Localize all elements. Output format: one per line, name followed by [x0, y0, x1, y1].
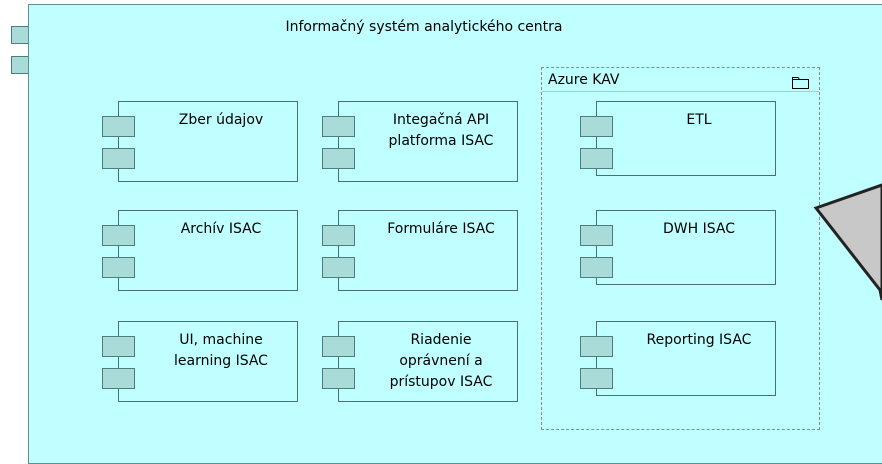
- component-label: Reporting ISAC: [646, 332, 752, 348]
- component-etl[interactable]: ETL: [580, 101, 776, 176]
- component-reporting-isac[interactable]: Reporting ISAC: [580, 321, 776, 396]
- component-label: Formuláre ISAC: [387, 221, 495, 237]
- component-dwh-isac[interactable]: DWH ISAC: [580, 210, 776, 285]
- component-formulare-isac[interactable]: Formuláre ISAC: [322, 210, 518, 291]
- component-tab: [322, 225, 355, 246]
- component-tab: [102, 257, 135, 278]
- component-tab: [102, 148, 135, 169]
- component-tab: [580, 148, 613, 169]
- component-ui-machine-learning[interactable]: UI, machine learning ISAC: [102, 321, 298, 402]
- component-tab: [102, 368, 135, 389]
- folder-icon: [792, 77, 809, 89]
- component-label: Archív ISAC: [180, 221, 262, 237]
- component-label: UI, machine learning ISAC: [174, 332, 268, 369]
- component-tab: [102, 116, 135, 137]
- component-label: ETL: [686, 112, 712, 128]
- component-label: Zber údajov: [178, 112, 264, 128]
- diagram-canvas: Informačný systém analytického centra Zb…: [11, 4, 882, 464]
- component-tab: [322, 148, 355, 169]
- component-tab: [580, 225, 613, 246]
- component-tab: [102, 336, 135, 357]
- component-tab: [322, 257, 355, 278]
- component-label: Riadenie oprávnení a prístupov ISAC: [389, 332, 493, 390]
- component-tab: [580, 336, 613, 357]
- component-tab: [322, 336, 355, 357]
- component-tab: [322, 368, 355, 389]
- component-label: Integačná API platforma ISAC: [388, 112, 494, 149]
- component-riadenie-opravneni[interactable]: Riadenie oprávnení a prístupov ISAC: [322, 321, 518, 402]
- system-title: Informačný systém analytického centra: [285, 19, 563, 35]
- component-tab: [580, 368, 613, 389]
- component-tab: [580, 257, 613, 278]
- group-title: Azure KAV: [548, 72, 620, 88]
- component-zber-udajov[interactable]: Zber údajov: [102, 101, 298, 182]
- component-integacna-api[interactable]: Integačná API platforma ISAC: [322, 101, 518, 182]
- component-tab: [102, 225, 135, 246]
- component-tab: [322, 116, 355, 137]
- component-tab: [580, 116, 613, 137]
- component-archiv-isac[interactable]: Archív ISAC: [102, 210, 298, 291]
- component-label: DWH ISAC: [663, 221, 735, 237]
